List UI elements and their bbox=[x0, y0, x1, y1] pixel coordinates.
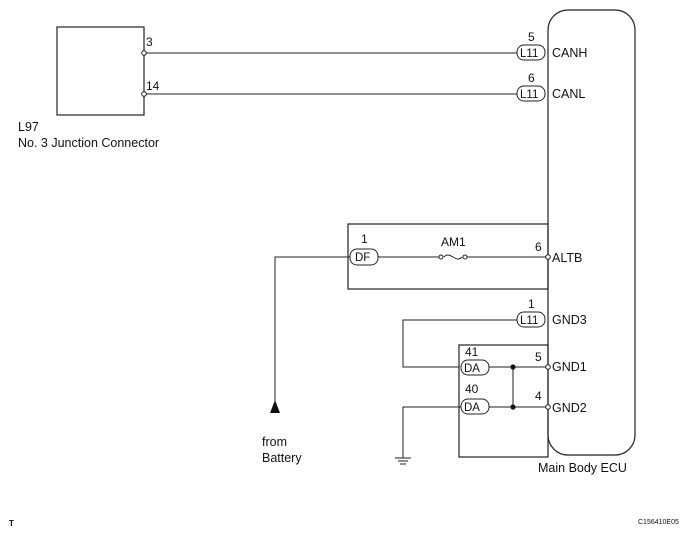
battery-feed-wire bbox=[274, 256, 350, 410]
altb-pin-number: 6 bbox=[535, 240, 542, 254]
footer-left-mark: T bbox=[9, 519, 14, 528]
ground-junction-box bbox=[458, 344, 549, 458]
l97-name-label: No. 3 Junction Connector bbox=[18, 136, 159, 150]
am1-left-terminal bbox=[438, 254, 444, 260]
canl-signal-label: CANL bbox=[552, 87, 585, 101]
main-body-ecu-box bbox=[547, 9, 636, 456]
canh-connector-code: L11 bbox=[520, 48, 538, 60]
canl-pin-number: 6 bbox=[528, 71, 535, 85]
df-pin-number: 1 bbox=[361, 232, 368, 246]
df-connector-code: DF bbox=[355, 252, 370, 264]
ground-wire bbox=[402, 406, 461, 458]
source-line-2: Battery bbox=[262, 451, 302, 465]
altb-signal-label: ALTB bbox=[552, 251, 582, 265]
ground-symbol-icon bbox=[395, 457, 411, 465]
gnd3-wire bbox=[402, 319, 517, 368]
gnd3-pin-number: 1 bbox=[528, 297, 535, 311]
junction-connector-box bbox=[56, 26, 145, 116]
canh-signal-label: CANH bbox=[552, 46, 587, 60]
am1-fuse-icon bbox=[443, 254, 463, 260]
l97-pin-14: 14 bbox=[146, 79, 160, 93]
am1-right-terminal bbox=[462, 254, 468, 260]
da-41-connector-code: DA bbox=[464, 363, 480, 375]
am1-fuse-label: AM1 bbox=[441, 235, 466, 249]
ground-splice-top bbox=[510, 364, 516, 370]
battery-arrow-icon bbox=[270, 400, 280, 413]
l97-pin-14-terminal bbox=[141, 91, 147, 97]
canl-connector-tag bbox=[516, 85, 546, 102]
figure-code: C156410E05 bbox=[638, 519, 679, 526]
l97-pin-3: 3 bbox=[146, 35, 153, 49]
da-40-connector-code: DA bbox=[464, 402, 480, 414]
gnd3-connector-code: L11 bbox=[520, 315, 538, 327]
ecu-name-label: Main Body ECU bbox=[538, 461, 627, 475]
gnd3-signal-label: GND3 bbox=[552, 313, 587, 327]
da-40-pin-number: 40 bbox=[465, 382, 479, 396]
canh-pin-number: 5 bbox=[528, 30, 535, 44]
ground-splice-bottom bbox=[510, 404, 516, 410]
l97-pin-3-terminal bbox=[141, 50, 147, 56]
gnd2-terminal bbox=[545, 404, 551, 410]
canh-connector-tag bbox=[516, 44, 546, 61]
altb-terminal bbox=[545, 254, 551, 260]
da-41-pin-number: 41 bbox=[465, 345, 479, 359]
canl-connector-code: L11 bbox=[520, 89, 538, 101]
l97-code-label: L97 bbox=[18, 120, 39, 134]
gnd1-pin-number: 5 bbox=[535, 350, 542, 364]
gnd2-signal-label: GND2 bbox=[552, 401, 587, 415]
gnd1-signal-label: GND1 bbox=[552, 360, 587, 374]
source-line-1: from bbox=[262, 435, 287, 449]
gnd2-pin-number: 4 bbox=[535, 389, 542, 403]
gnd1-terminal bbox=[545, 364, 551, 370]
